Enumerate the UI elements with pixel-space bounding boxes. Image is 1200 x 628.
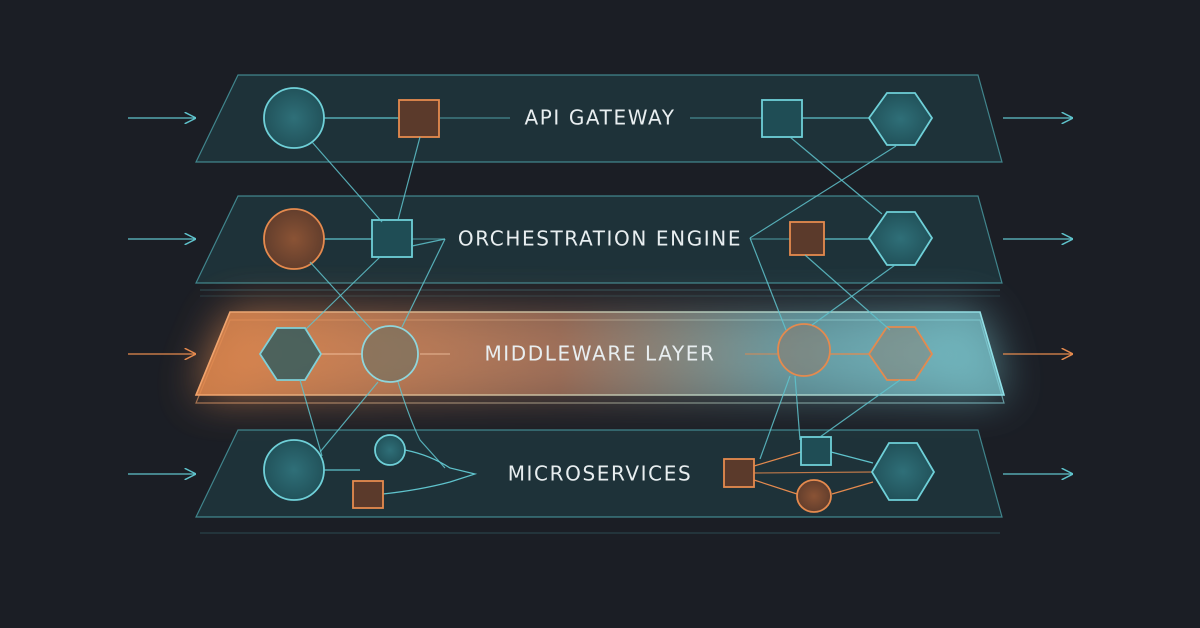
layer-orchestration-engine: ORCHESTRATION ENGINE: [128, 195, 1072, 297]
layer-label-orchestration-engine: ORCHESTRATION ENGINE: [458, 227, 742, 251]
hexagon-node: [867, 92, 934, 146]
layer-label-microservices: MICROSERVICES: [508, 462, 693, 486]
square-node: [789, 221, 825, 256]
layer-microservices: MICROSERVICES: [128, 429, 1072, 534]
square-node: [371, 219, 413, 258]
hexagon-node: [258, 327, 323, 381]
circle-node: [796, 479, 832, 513]
square-node: [352, 480, 384, 509]
hexagon-node: [870, 442, 936, 501]
circle-node: [361, 325, 419, 383]
layer-api-gateway: API GATEWAY: [128, 74, 1072, 163]
cross-layer-connectors: [299, 136, 901, 469]
layer-label-middleware-layer: MIDDLEWARE LAYER: [484, 342, 715, 366]
circle-node: [263, 439, 325, 501]
circle-node: [263, 87, 325, 149]
hexagon-node: [867, 326, 934, 381]
circle-node: [777, 323, 831, 377]
layer-middleware-layer: MIDDLEWARE LAYER: [128, 311, 1072, 410]
square-node: [398, 99, 440, 138]
square-node: [723, 458, 755, 488]
circle-node: [374, 434, 406, 466]
hexagon-node: [867, 211, 934, 266]
square-node: [800, 436, 832, 466]
square-node: [761, 99, 803, 138]
layer-label-api-gateway: API GATEWAY: [524, 106, 675, 130]
circle-node: [263, 208, 325, 270]
